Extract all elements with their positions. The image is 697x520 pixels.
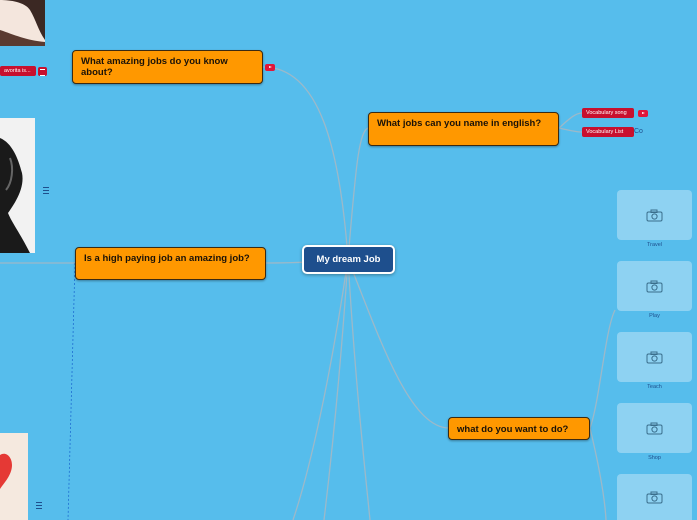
camera-icon [646, 422, 663, 434]
image-card-travel[interactable] [617, 190, 692, 240]
photo-bottom-left [0, 433, 28, 520]
card-label-teach: Teach [647, 384, 662, 390]
central-node-label: My dream Job [316, 254, 381, 265]
card-label-travel: Travel [646, 242, 663, 248]
link-bottom-2 [323, 258, 349, 520]
link-bottom-1 [292, 258, 349, 520]
topic-high-paying[interactable]: Is a high paying job an amazing job? [75, 247, 266, 280]
camera-icon [646, 209, 663, 221]
card-label-play: Play [649, 313, 660, 319]
link-bottom-3 [347, 258, 371, 520]
image-card-5[interactable] [617, 474, 692, 520]
camera-icon [646, 351, 663, 363]
topic-want-to-do[interactable]: what do you want to do? [448, 417, 590, 440]
dashed-link [67, 262, 76, 520]
note-icon[interactable] [38, 67, 47, 76]
youtube-icon[interactable] [265, 64, 275, 71]
link-name-jobs [347, 127, 370, 260]
camera-icon [646, 491, 663, 503]
youtube-icon[interactable] [638, 110, 648, 117]
menu-lines-icon[interactable] [36, 502, 42, 509]
image-card-shop[interactable] [617, 403, 692, 453]
card-label-shop: Shop [648, 455, 661, 461]
camera-icon [646, 280, 663, 292]
photo-middle-left [0, 118, 35, 253]
link-right-cards [589, 309, 616, 429]
topic-name-jobs[interactable]: What jobs can you name in english? [368, 112, 559, 146]
link-amazing-jobs [262, 66, 349, 260]
central-node[interactable]: My dream Job [302, 245, 395, 274]
image-card-teach[interactable] [617, 332, 692, 382]
photo-top-left [0, 0, 45, 46]
menu-lines-icon[interactable] [43, 187, 49, 194]
image-card-play[interactable] [617, 261, 692, 311]
co-text: Co [634, 128, 643, 135]
link-want-to-do [347, 258, 450, 429]
topic-amazing-jobs[interactable]: What amazing jobs do you know about? [72, 50, 263, 84]
favorite-tag[interactable]: avorita is... [0, 66, 36, 76]
vocabulary-song-tag[interactable]: Vocabulary song [582, 108, 634, 118]
vocabulary-list-tag[interactable]: Vocabulary List [582, 127, 634, 137]
